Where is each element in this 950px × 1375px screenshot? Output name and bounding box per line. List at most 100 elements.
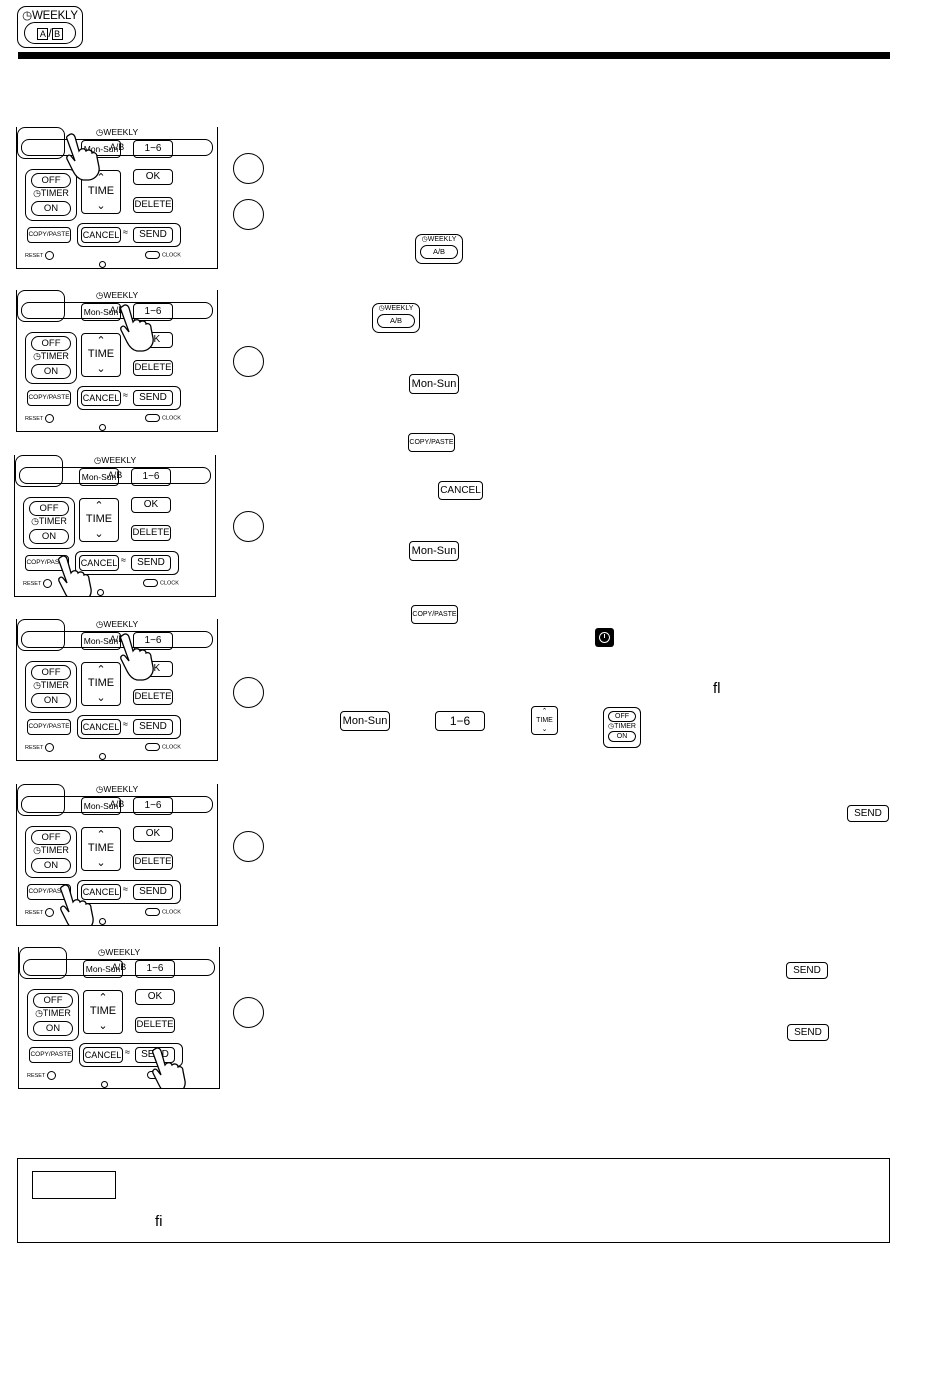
copy-paste-button[interactable]: COPY/PASTE	[27, 719, 71, 735]
off-button[interactable]: OFF	[31, 173, 71, 188]
send-button[interactable]: SEND	[131, 555, 171, 571]
weekly-button[interactable]: ◷WEEKLY A/B	[17, 127, 213, 159]
timer-label: ◷TIMER	[35, 1008, 71, 1018]
copy-paste-button[interactable]: COPY/PASTE	[27, 227, 71, 243]
clock-button[interactable]: CLOCK	[145, 251, 181, 259]
send-group	[77, 715, 181, 739]
on-button[interactable]: ON	[33, 1021, 73, 1036]
step-circle	[233, 346, 264, 377]
off-button[interactable]: OFF	[33, 993, 73, 1008]
cancel-button[interactable]: CANCEL	[83, 1047, 123, 1063]
mon-sun-button[interactable]: Mon-Sun	[81, 632, 121, 650]
weekly-button[interactable]: ◷WEEKLY A/B	[17, 290, 213, 322]
send-button[interactable]: SEND	[133, 390, 173, 406]
mon-sun-button[interactable]: Mon-Sun	[79, 468, 119, 486]
delete-button[interactable]: DELETE	[131, 525, 171, 541]
ok-button[interactable]: OK	[133, 661, 173, 677]
copy-paste-button[interactable]: COPY/PASTE	[29, 1047, 73, 1063]
inline-send-icon: SEND	[787, 1024, 829, 1041]
off-button[interactable]: OFF	[31, 830, 71, 845]
mon-sun-button[interactable]: Mon-Sun	[81, 303, 121, 321]
mon-sun-button[interactable]: Mon-Sun	[83, 960, 123, 978]
one-six-button[interactable]: 1−6	[135, 960, 175, 978]
remote-control-panel: ◷WEEKLY A/B Mon-Sun 1−6 OFF ◷TIMER ON ⌃ …	[16, 619, 218, 761]
reset-button[interactable]: RESET	[23, 579, 53, 588]
on-button[interactable]: ON	[31, 693, 71, 708]
remote-control-panel: ◷WEEKLY A/B Mon-Sun 1−6 OFF ◷TIMER ON ⌃ …	[18, 947, 220, 1089]
delete-button[interactable]: DELETE	[133, 197, 173, 213]
reset-button[interactable]: RESET	[27, 1071, 57, 1080]
indicator-dot	[97, 589, 104, 596]
mon-sun-button[interactable]: Mon-Sun	[81, 140, 121, 158]
one-six-button[interactable]: 1−6	[131, 468, 171, 486]
down-arrow-icon: ⌄	[96, 857, 106, 869]
signal-icon: ≈	[123, 390, 128, 400]
header-rule	[18, 52, 890, 59]
off-button[interactable]: OFF	[31, 336, 71, 351]
inline-send-icon: SEND	[847, 805, 889, 822]
copy-paste-button[interactable]: COPY/PASTE	[27, 390, 71, 406]
reset-button[interactable]: RESET	[25, 251, 55, 260]
cancel-button[interactable]: CANCEL	[81, 390, 121, 406]
clock-button[interactable]: CLOCK	[143, 579, 179, 587]
delete-button[interactable]: DELETE	[133, 854, 173, 870]
one-six-button[interactable]: 1−6	[133, 303, 173, 321]
timer-group: OFF ◷TIMER ON	[25, 169, 77, 221]
delete-button[interactable]: DELETE	[133, 360, 173, 376]
one-six-button[interactable]: 1−6	[133, 797, 173, 815]
off-button[interactable]: OFF	[29, 501, 69, 516]
one-six-button[interactable]: 1−6	[133, 140, 173, 158]
clock-button[interactable]: CLOCK	[145, 414, 181, 422]
step-circle	[233, 677, 264, 708]
signal-icon: ≈	[123, 227, 128, 237]
off-button[interactable]: OFF	[31, 665, 71, 680]
weekly-ab-header-icon: ◷WEEKLY A/B	[17, 6, 83, 48]
mon-sun-button[interactable]: Mon-Sun	[81, 797, 121, 815]
inline-off-timer-on-icon: OFF ◷TIMER ON	[603, 707, 641, 748]
one-six-button[interactable]: 1−6	[133, 632, 173, 650]
copy-paste-button[interactable]: COPY/PASTE	[25, 555, 69, 571]
inline-one-six-icon: 1−6	[435, 711, 485, 731]
cancel-button[interactable]: CANCEL	[81, 227, 121, 243]
copy-paste-button[interactable]: COPY/PASTE	[27, 884, 71, 900]
send-button[interactable]: SEND	[135, 1047, 175, 1063]
time-button[interactable]: ⌃ TIME ⌄	[81, 170, 121, 214]
weekly-button[interactable]: ◷WEEKLY A/B	[19, 947, 215, 979]
signal-icon: ≈	[121, 555, 126, 565]
cancel-button[interactable]: CANCEL	[81, 884, 121, 900]
ok-button[interactable]: OK	[133, 826, 173, 842]
clock-button[interactable]: CLOCK	[145, 743, 181, 751]
ligature-fi: ﬁ	[155, 1213, 163, 1230]
weekly-button[interactable]: ◷WEEKLY A/B	[17, 619, 213, 651]
on-button[interactable]: ON	[31, 858, 71, 873]
time-button[interactable]: ⌃ TIME ⌄	[83, 990, 123, 1034]
reset-button[interactable]: RESET	[25, 908, 55, 917]
up-arrow-icon: ⌃	[98, 992, 108, 1004]
time-button[interactable]: ⌃ TIME ⌄	[81, 333, 121, 377]
delete-button[interactable]: DELETE	[133, 689, 173, 705]
time-button[interactable]: ⌃ TIME ⌄	[79, 498, 119, 542]
cancel-button[interactable]: CANCEL	[79, 555, 119, 571]
on-button[interactable]: ON	[29, 529, 69, 544]
clock-button[interactable]: CLOCK	[145, 908, 181, 916]
ok-button[interactable]: OK	[135, 989, 175, 1005]
weekly-button[interactable]: ◷WEEKLY A/B	[15, 455, 211, 487]
on-button[interactable]: ON	[31, 201, 71, 216]
ok-button[interactable]: OK	[133, 169, 173, 185]
up-arrow-icon: ⌃	[96, 664, 106, 676]
ok-button[interactable]: OK	[133, 332, 173, 348]
reset-button[interactable]: RESET	[25, 414, 55, 423]
send-button[interactable]: SEND	[133, 227, 173, 243]
delete-button[interactable]: DELETE	[135, 1017, 175, 1033]
on-button[interactable]: ON	[31, 364, 71, 379]
cancel-button[interactable]: CANCEL	[81, 719, 121, 735]
time-button[interactable]: ⌃ TIME ⌄	[81, 662, 121, 706]
send-button[interactable]: SEND	[133, 719, 173, 735]
clock-button[interactable]: CLOCK	[147, 1071, 183, 1079]
ok-button[interactable]: OK	[131, 497, 171, 513]
time-button[interactable]: ⌃ TIME ⌄	[81, 827, 121, 871]
send-button[interactable]: SEND	[133, 884, 173, 900]
reset-button[interactable]: RESET	[25, 743, 55, 752]
weekly-button[interactable]: ◷WEEKLY A/B	[17, 784, 213, 816]
